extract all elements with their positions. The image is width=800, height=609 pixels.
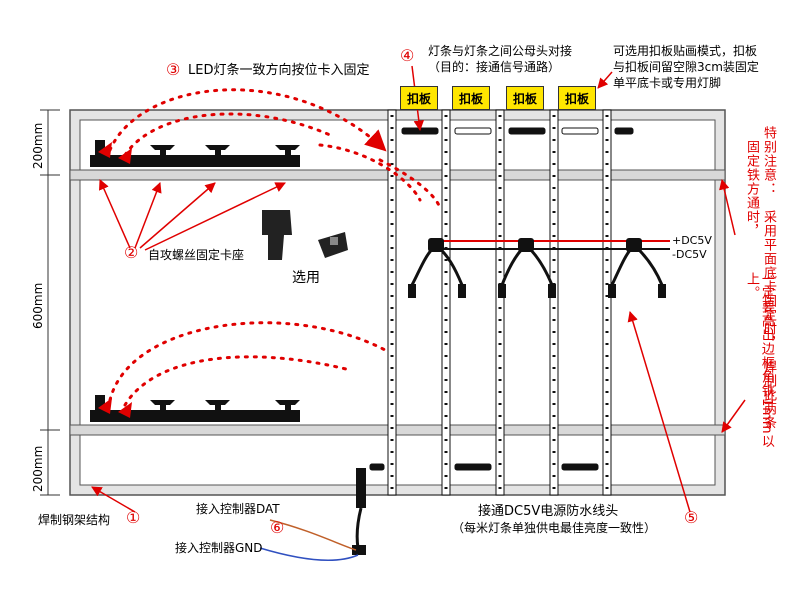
note2-text: 自攻螺丝固定卡座 <box>148 248 245 262</box>
special-note-col4: 一定要高出边框角铁1mm以上。 <box>743 272 774 449</box>
note4-line2: （目的：接通信号通路） <box>428 60 561 74</box>
top-right-note-line2: 与扣板间留空隙3cm装固定 <box>613 60 759 74</box>
button-plate-badge-2: 扣板 <box>452 86 490 110</box>
male-female-connectors-bottom <box>369 463 599 471</box>
dim-bottom: 200mm <box>31 445 45 492</box>
note6-number: ⑥ <box>270 518 285 537</box>
note1-arrow <box>91 486 136 513</box>
arc-arrowheads <box>98 142 132 418</box>
led-bar-top <box>90 140 300 167</box>
note1-text: 焊制钢架结构 <box>38 513 111 527</box>
note1-number: ① <box>126 508 141 527</box>
vnote-arrows <box>719 178 746 433</box>
top-right-note-line1: 可选用扣板贴画模式，扣板 <box>613 44 758 58</box>
controller-cable <box>259 468 366 562</box>
power-plugs <box>408 238 666 298</box>
dc-negative-label: -DC5V <box>672 248 707 261</box>
note6-dat-text: 接入控制器DAT <box>196 502 280 516</box>
note5-line1: 接通DC5V电源防水线头 <box>478 504 619 519</box>
note6-gnd-text: 接入控制器GND <box>175 541 263 555</box>
button-plate-badge-1: 扣板 <box>400 86 438 110</box>
button-plate-badge-3: 扣板 <box>506 86 544 110</box>
button-plate-badge-4: 扣板 <box>558 86 596 110</box>
dim-middle: 600mm <box>31 282 45 329</box>
note5-number: ⑤ <box>684 508 699 527</box>
top-right-note-line3: 单平底卡或专用灯脚 <box>613 76 722 90</box>
note4-number: ④ <box>400 46 415 65</box>
special-note-col2: 固定铁方通时， <box>743 140 759 238</box>
light-strips <box>387 109 612 496</box>
note3-text: LED灯条一致方向按位卡入固定 <box>188 63 370 78</box>
mounting-clip-icon <box>262 210 348 260</box>
note5-line2: （每米灯条单独供电最佳亮度一致性） <box>452 521 657 535</box>
note2-number: ② <box>124 243 139 262</box>
special-note-col3: 采用平面底卡固定时， <box>760 210 776 350</box>
special-note-col5: 焊制此两条 <box>760 360 776 430</box>
special-note-col1: 特别注意： <box>760 126 776 196</box>
square-tube-bottom <box>69 424 726 436</box>
note5-arrow <box>627 310 691 513</box>
note2-arrows <box>99 179 286 251</box>
top-right-note-arrow <box>597 71 613 89</box>
dc-positive-label: +DC5V <box>672 234 712 247</box>
optional-label: 选用 <box>292 270 320 286</box>
note3-number: ③ <box>166 60 181 79</box>
insertion-arcs-top <box>108 88 442 212</box>
dimension-lines <box>40 109 60 496</box>
led-bar-bottom <box>90 395 300 422</box>
dim-top: 200mm <box>31 122 45 169</box>
insertion-arcs-bottom <box>108 321 387 407</box>
note4-line1: 灯条与灯条之间公母头对接 <box>428 44 573 58</box>
